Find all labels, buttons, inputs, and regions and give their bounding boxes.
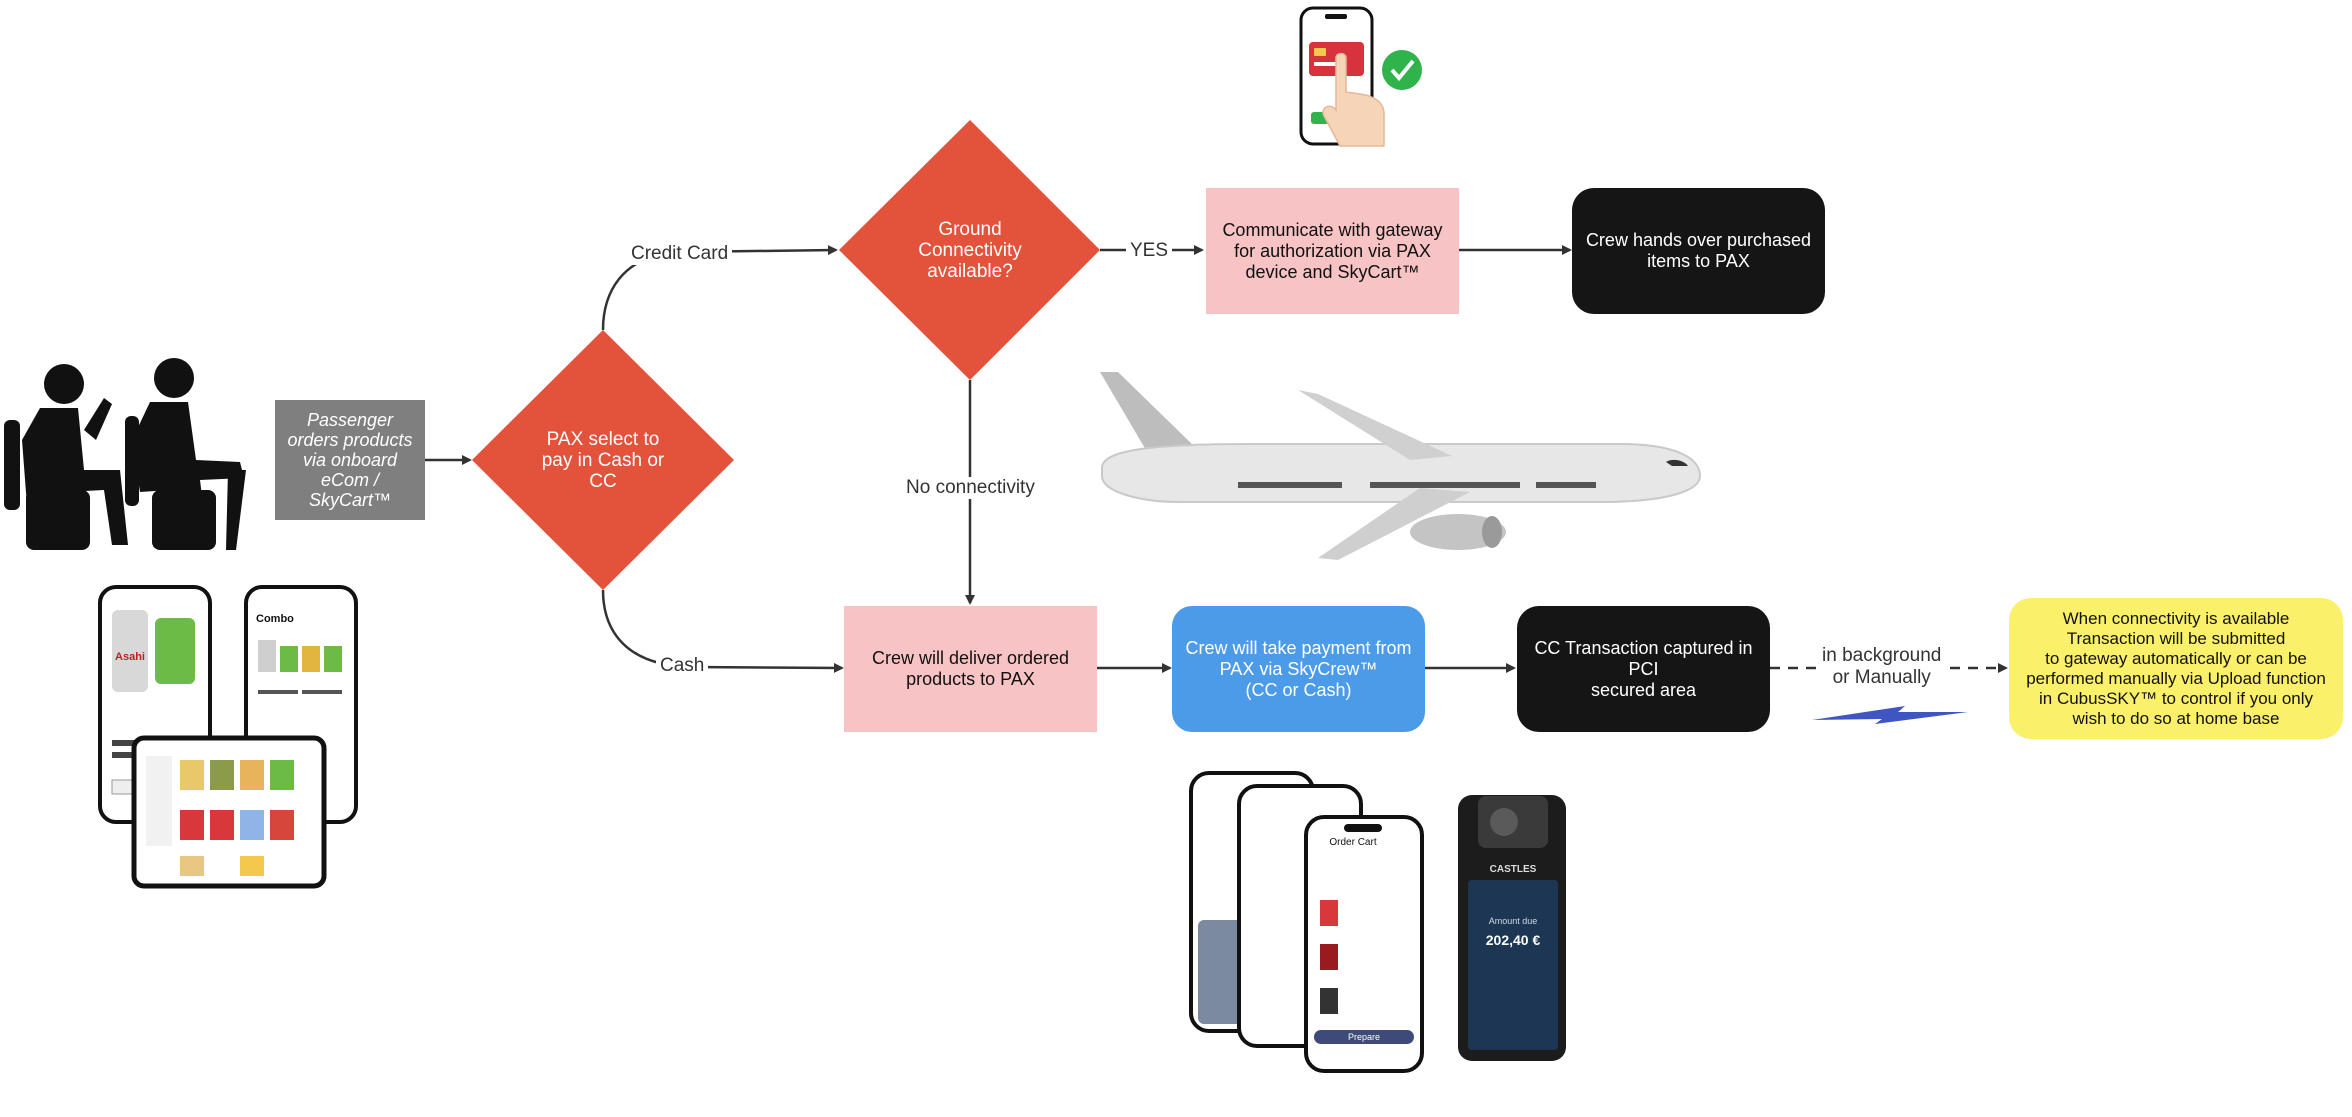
edge-cash	[601, 589, 844, 673]
node-connectivity-note: When connectivity is available Transacti…	[2009, 598, 2343, 739]
node-communicate-gateway: Communicate with gateway for authorizati…	[1206, 188, 1459, 314]
crew-app-phones-illustration	[1189, 771, 1424, 1073]
node-crew-hands-over: Crew hands over purchased items to PAX	[1572, 188, 1825, 314]
terminal-amount-label: Amount due	[1488, 915, 1538, 926]
edge-label-yes: YES	[1126, 240, 1173, 262]
edge-label-background-manual: in background or Manually	[1818, 645, 1946, 689]
terminal-amount: 202,40 €	[1485, 931, 1541, 948]
node-crew-take-payment: Crew will take payment from PAX via SkyC…	[1172, 606, 1425, 732]
crew-app-prepare-button-label: Prepare	[1347, 1031, 1381, 1042]
node-pax-select-label: PAX select to pay in Cash or CC	[541, 428, 665, 492]
ground-connectivity-diamond	[839, 120, 1100, 380]
terminal-brand-label: CASTLES	[1489, 863, 1537, 875]
combo-title: Combo	[256, 612, 294, 625]
phone-card-tap-approved-icon	[1299, 6, 1422, 147]
node-ground-connectivity-label: Ground Connectivity available?	[918, 218, 1022, 282]
node-cc-transaction: CC Transaction captured in PCI secured a…	[1517, 606, 1770, 732]
node-crew-deliver: Crew will deliver ordered products to PA…	[844, 606, 1097, 732]
crew-app-title: Order Cart	[1329, 836, 1377, 848]
lightning-bolt-icon	[1812, 706, 1968, 724]
pax-select-diamond	[472, 330, 734, 590]
edge-label-cash: Cash	[656, 655, 709, 677]
asahi-brand-label: Asahi	[115, 650, 145, 663]
airplane-illustration	[1100, 372, 1702, 560]
seated-passengers-with-luggage-icon	[4, 358, 246, 550]
payment-terminal-illustration	[1458, 795, 1566, 1061]
edge-label-credit-card: Credit Card	[627, 243, 733, 265]
edge-label-no-connectivity: No connectivity	[902, 477, 1039, 499]
node-passenger-orders: Passenger orders products via onboard eC…	[275, 400, 425, 520]
customer-ecom-devices-illustration	[98, 585, 358, 889]
